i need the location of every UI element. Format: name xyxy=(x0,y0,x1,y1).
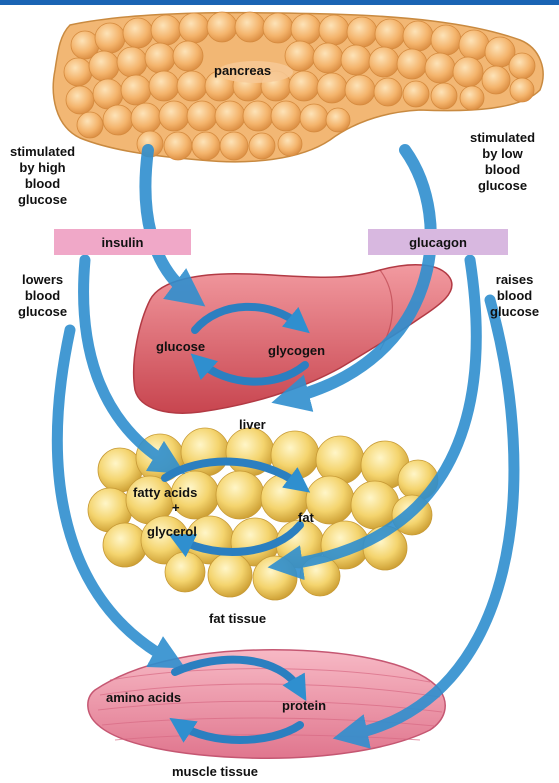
glucagon-tag: glucagon xyxy=(368,229,508,255)
insulin-tag: insulin xyxy=(54,229,191,255)
glucagon-label: glucagon xyxy=(409,235,467,250)
raises-label: raises blood glucose xyxy=(490,272,539,320)
plus-label: + xyxy=(172,500,180,516)
glycerol-label: glycerol xyxy=(147,524,197,540)
liver-label: liver xyxy=(239,417,266,433)
pancreas-label: pancreas xyxy=(214,63,271,79)
protein-label: protein xyxy=(282,698,326,714)
amino-acids-label: amino acids xyxy=(106,690,181,706)
fat-tissue-label: fat tissue xyxy=(209,611,266,627)
insulin-label: insulin xyxy=(102,235,144,250)
stimulated-high-label: stimulated by high blood glucose xyxy=(10,144,75,208)
muscle-tissue-label: muscle tissue xyxy=(172,764,258,780)
lowers-label: lowers blood glucose xyxy=(18,272,67,320)
fat-tissue-illustration xyxy=(88,428,438,600)
fat-label: fat xyxy=(298,510,314,526)
stimulated-low-label: stimulated by low blood glucose xyxy=(470,130,535,194)
glycogen-label: glycogen xyxy=(268,343,325,359)
glucose-label: glucose xyxy=(156,339,205,355)
top-bar xyxy=(0,0,559,5)
fatty-acids-label: fatty acids xyxy=(133,485,197,501)
